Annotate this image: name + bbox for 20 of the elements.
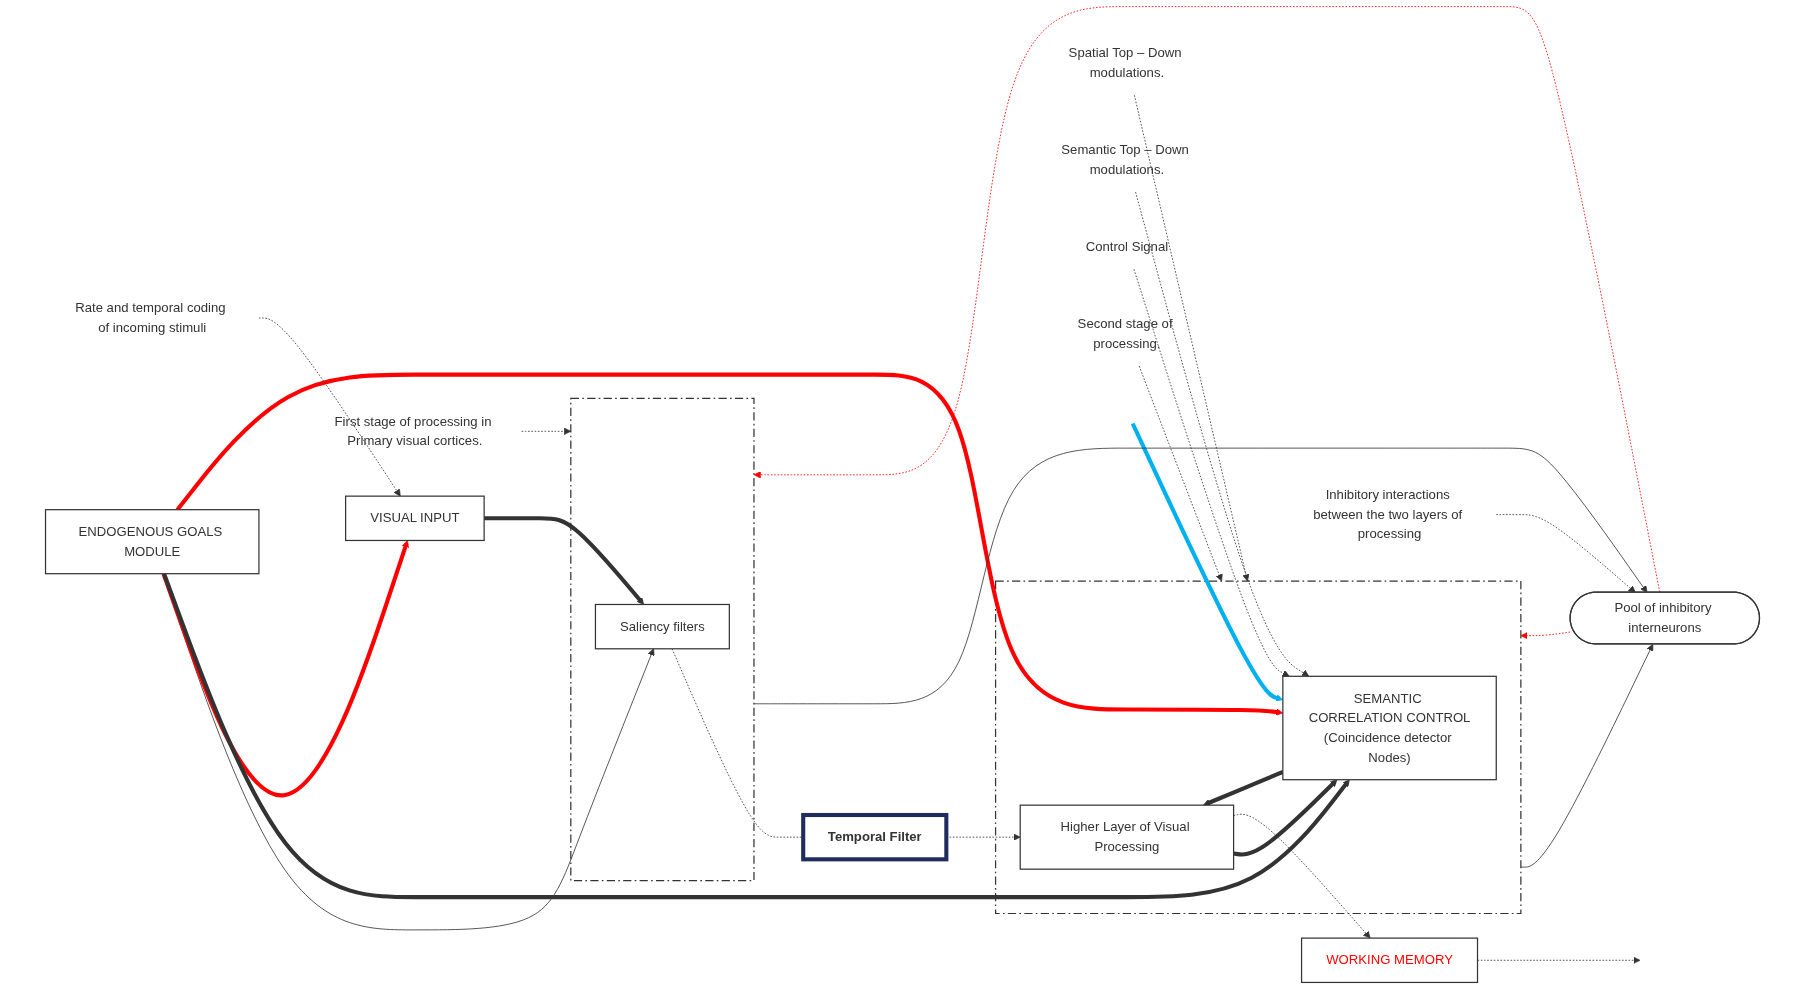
arrow xyxy=(162,573,1350,900)
node-text: Semantic Top – Down modulations. xyxy=(1061,142,1189,177)
node-box: Saliency filters xyxy=(594,603,730,650)
node-box: Higher Layer of Visual Processing xyxy=(1019,804,1235,870)
cluster xyxy=(994,580,1522,915)
node-text: Second stage of processing. xyxy=(1077,316,1173,351)
node-box: VISUAL INPUT xyxy=(345,495,485,542)
node-box: WORKING MEMORY xyxy=(1300,937,1479,984)
arrow xyxy=(1233,779,1338,857)
node-text: First stage of processing in Primary visual cortices. xyxy=(334,414,492,448)
node-box: SEMANTIC CORRELATION CONTROL (Coincidence detector Nodes) xyxy=(1282,675,1497,781)
node-text: Rate and temporal coding of incoming stimuli xyxy=(75,300,226,335)
node-box: ENDOGENOUS GOALS MODULE xyxy=(44,509,260,575)
node-text: Inhibitory interactions between the two layers of processing xyxy=(1313,487,1463,541)
node-text: Control Signal xyxy=(1085,239,1169,254)
node-text: Spatial Top – Down modulations. xyxy=(1068,45,1182,80)
arrow xyxy=(161,540,409,798)
arrow xyxy=(484,516,644,605)
cluster xyxy=(570,397,755,882)
node-box: Temporal Filter xyxy=(801,812,949,862)
